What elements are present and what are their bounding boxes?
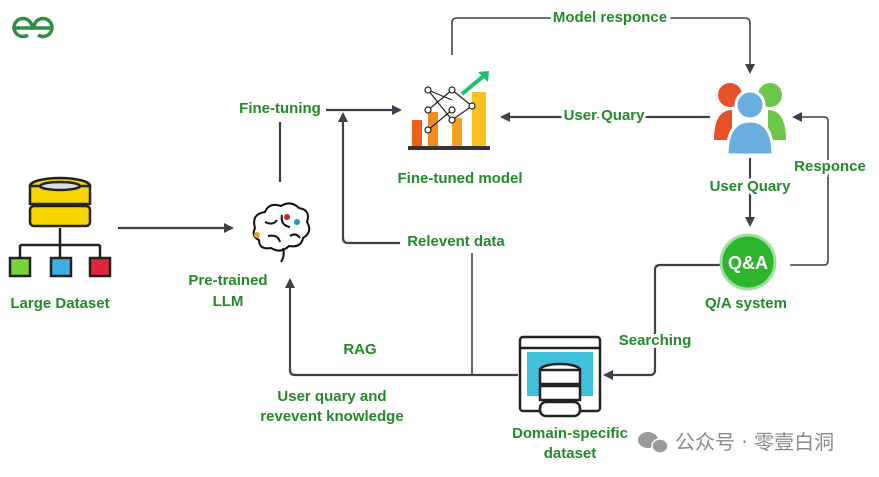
edge-user-query-knowledge-1: User quary and bbox=[277, 388, 386, 405]
label-qa-system: Q/A system bbox=[705, 295, 787, 312]
watermark-text: 公众号 · 零壹白洞 bbox=[675, 430, 834, 454]
edge-relevant-data: Relevent data bbox=[407, 233, 505, 250]
edge-rag: RAG bbox=[343, 341, 376, 358]
label-dataset: dataset bbox=[544, 445, 597, 462]
arrow-rag bbox=[285, 278, 518, 377]
edge-response: Responce bbox=[794, 158, 866, 175]
edge-fine-tuning: Fine-tuning bbox=[239, 100, 321, 117]
edge-model-response: Model responce bbox=[553, 9, 667, 26]
arrow-response bbox=[790, 112, 829, 266]
geeksforgeeks-logo bbox=[12, 16, 54, 39]
label-pretrained: Pre-trained bbox=[188, 272, 267, 289]
arrow-relevant-data bbox=[338, 112, 400, 245]
database-icon bbox=[8, 176, 112, 278]
edge-user-query-left: User Quary bbox=[564, 107, 646, 124]
label-fine-tuned-model: Fine-tuned model bbox=[398, 170, 523, 187]
arrow-searching bbox=[603, 263, 720, 380]
neural-network-chart-icon bbox=[408, 71, 490, 150]
label-llm: LLM bbox=[213, 293, 244, 310]
brain-icon bbox=[252, 202, 311, 263]
users-group-icon bbox=[714, 83, 786, 157]
edge-user-query-down: User Quary bbox=[710, 178, 792, 195]
label-large-dataset: Large Dataset bbox=[10, 295, 109, 312]
qa-system-icon: Q&A bbox=[719, 233, 777, 291]
qa-badge-text: Q&A bbox=[728, 253, 768, 273]
edge-user-query-knowledge-2: revevent knowledge bbox=[260, 408, 403, 425]
label-domain-specific: Domain-specific bbox=[512, 425, 628, 442]
arrow-model-response bbox=[451, 17, 755, 74]
domain-database-icon bbox=[518, 335, 602, 418]
edge-searching: Searching bbox=[619, 332, 692, 349]
wechat-icon bbox=[638, 432, 669, 454]
